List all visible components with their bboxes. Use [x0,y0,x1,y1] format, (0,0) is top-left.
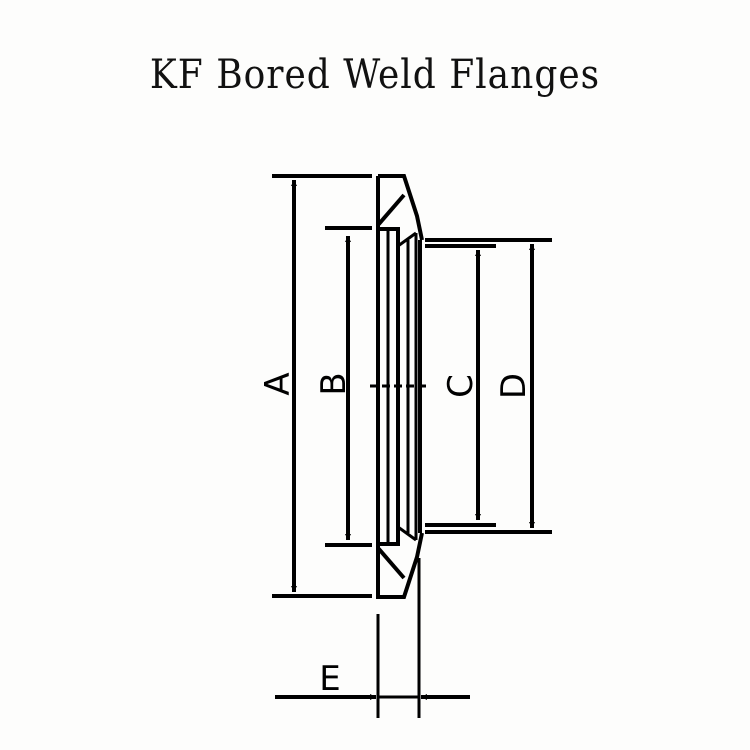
label-b: B [314,372,354,395]
label-c: C [441,374,481,398]
page-title: KF Bored Weld Flanges [149,52,601,98]
label-e: E [319,659,340,699]
dimension-b [325,226,372,547]
dimension-a [272,174,372,598]
label-d: D [494,373,534,399]
dimension-d [425,238,552,534]
dimension-e [275,614,470,718]
dimension-c [425,244,496,527]
label-a: A [258,372,298,395]
flange-profile [376,174,424,718]
